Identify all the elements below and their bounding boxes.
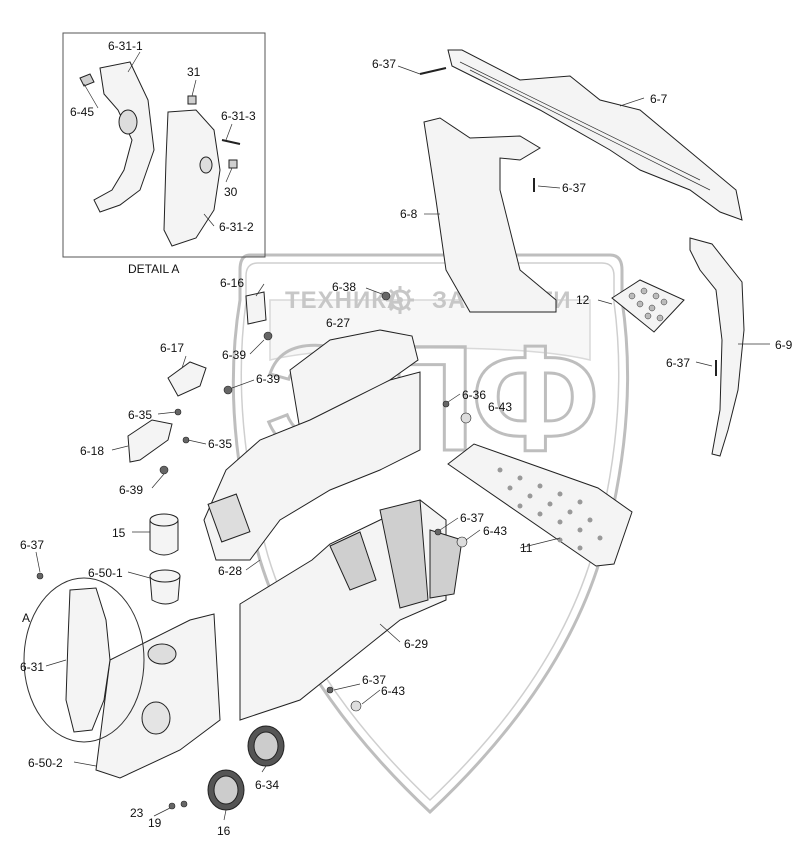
part-6-17 [167,361,207,397]
screw-6-37-f [326,686,334,694]
part-6-31-2-hole [199,156,213,174]
label-6-28: 6-28 [218,564,242,578]
label-6-37-c: 6-37 [666,356,690,370]
part-6-31-1 [93,61,155,213]
detail-a-frame [62,32,266,258]
label-12: 12 [576,293,590,307]
label-6-43-c: 6-43 [381,684,405,698]
screw-6-37-d [434,528,442,536]
part-6-50-2-port [141,701,171,735]
part-6-8 [423,117,557,313]
cap-6-43-a [460,412,472,424]
part-6-31 [65,587,111,733]
label-6-31-3: 6-31-3 [221,109,256,123]
screw-6-39-b [223,385,233,395]
part-6-18 [127,419,173,463]
label-6-31-1: 6-31-1 [108,39,143,53]
label-6-37-b: 6-37 [562,181,586,195]
label-6-39-b: 6-39 [256,372,280,386]
leader-lines [35,51,770,821]
label-6-39-a: 6-39 [222,348,246,362]
part-31 [187,95,197,105]
part-6-9 [689,237,745,457]
screw-6-39-c [159,465,169,475]
label-15: 15 [112,526,126,540]
label-6-38: 6-38 [332,280,356,294]
part-vent-right [429,529,463,599]
label-6-43-b: 6-43 [483,524,507,538]
part-6-31-3-screw [221,139,241,145]
screw-6-39-a [263,331,273,341]
cap-6-43-c [350,700,362,712]
part-6-50-1 [149,569,181,605]
label-6-34: 6-34 [255,778,279,792]
part-6-28-window [207,493,251,543]
label-11: 11 [520,541,533,555]
screw-6-37-a [419,67,447,75]
label-6-50-2: 6-50-2 [28,756,63,770]
part-6-45 [79,73,95,87]
part-6-50-2 [95,613,221,779]
part-labels: 6-31-1 31 6-45 6-31-3 30 6-31-2 6-37 6-7… [20,39,793,838]
nut-19 [180,800,188,808]
screw-6-36 [442,400,450,408]
label-6-8: 6-8 [400,207,418,221]
part-vent-left [329,531,377,591]
part-12 [611,279,685,333]
part-6-31-1-hole [118,109,138,135]
label-6-37-d: 6-37 [460,511,484,525]
label-6-50-1: 6-50-1 [88,566,123,580]
screw-23 [168,802,176,810]
part-6-50-2-cupholder [147,643,177,665]
detail-a-callout [23,577,145,743]
label-6-37-e: 6-37 [20,538,44,552]
part-6-7-rail [459,61,711,191]
label-6-29: 6-29 [404,637,428,651]
detail-a-title: DETAIL A [128,262,179,276]
screw-6-37-e [36,572,44,580]
label-6-16: 6-16 [220,276,244,290]
part-30 [228,159,238,169]
label-6-43-a: 6-43 [488,400,512,414]
label-6-31: 6-31 [20,660,44,674]
watermark-shield-inner [240,262,620,802]
watermark-text-left: ТЕХНИКА [285,287,405,314]
part-6-16 [245,291,267,325]
part-12-studs [628,287,668,322]
part-6-28 [203,371,421,561]
label-6-39-c: 6-39 [119,483,143,497]
label-6-18: 6-18 [80,444,104,458]
part-16 [207,769,245,811]
label-6-35-a: 6-35 [128,408,152,422]
label-6-27: 6-27 [326,316,350,330]
label-6-7: 6-7 [650,92,668,106]
part-15 [149,513,179,556]
label-6-37-f: 6-37 [362,673,386,687]
detail-a-box: DETAIL A [62,32,266,276]
label-6-31-2: 6-31-2 [219,220,254,234]
gear-icon [386,286,414,314]
watermark-shield [231,253,630,815]
part-6-34 [247,725,285,767]
part-11-holes [497,467,603,551]
part-11 [447,443,633,567]
label-6-35-b: 6-35 [208,437,232,451]
label-16: 16 [217,824,231,838]
cap-6-43-b [456,536,468,548]
label-callout-a: A [22,611,30,625]
label-23: 23 [130,806,144,820]
label-6-17: 6-17 [160,341,184,355]
label-30: 30 [224,185,238,199]
part-6-31-2 [163,109,221,247]
part-vent-center [379,499,429,609]
label-31: 31 [187,65,201,79]
screw-6-38 [381,291,391,301]
label-6-9: 6-9 [775,338,793,352]
label-6-37-a: 6-37 [372,57,396,71]
label-6-36: 6-36 [462,388,486,402]
label-19: 19 [148,816,162,830]
label-6-45: 6-45 [70,105,94,119]
